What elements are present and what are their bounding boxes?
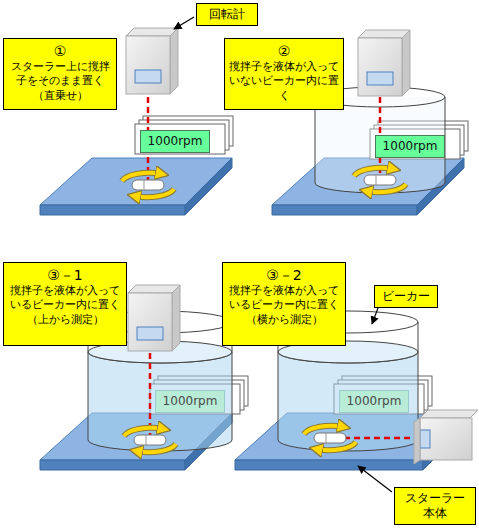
- label-text: 1000rpm: [383, 139, 438, 153]
- step-box: ①スターラー上に撹拌 子をそのまま置く （直乗せ）: [3, 38, 117, 110]
- tachometer: [128, 285, 180, 351]
- step-text: 撹拌子を液体が入って いないビーカー内に置 く: [228, 60, 340, 103]
- step-text: スターラー上に撹拌 子をそのまま置く （直乗せ）: [7, 60, 113, 103]
- callout-label: ビーカー: [374, 285, 438, 308]
- callout-label: 回転計: [196, 3, 258, 26]
- step-box: ②撹拌子を液体が入って いないビーカー内に置 く: [224, 38, 344, 110]
- rpm-display: 1000rpm: [375, 135, 445, 158]
- laser-line: [344, 437, 414, 440]
- step-number: ②: [278, 42, 291, 60]
- step-text: 撹拌子を液体が入って いるビーカー内に置く （上から測定）: [7, 284, 123, 327]
- label-text: 1000rpm: [347, 394, 402, 408]
- callout-label: スターラー 本体: [394, 487, 476, 525]
- label-text: スターラー 本体: [398, 491, 472, 521]
- tachometer: [414, 410, 478, 464]
- stir-bar: [354, 168, 406, 192]
- step-box: ③－1撹拌子を液体が入って いるビーカー内に置く （上から測定）: [3, 262, 127, 346]
- stirrer-plate: [40, 158, 232, 215]
- stir-bar: [124, 428, 176, 452]
- step-number: ③－1: [47, 266, 82, 284]
- leader-line: [372, 308, 378, 324]
- step-number: ①: [54, 42, 67, 60]
- step-text: 撹拌子を液体が入って いるビーカー内に置く （横から測定）: [226, 284, 342, 327]
- step-box: ③－2撹拌子を液体が入って いるビーカー内に置く （横から測定）: [222, 262, 346, 346]
- label-text: ビーカー: [382, 289, 430, 304]
- stir-bar: [122, 173, 174, 197]
- rpm-display: 1000rpm: [339, 390, 409, 413]
- label-text: 1000rpm: [148, 134, 203, 148]
- leader-line: [174, 17, 194, 29]
- stir-bar: [304, 426, 356, 450]
- tachometer: [126, 28, 178, 94]
- leader-line: [358, 466, 392, 492]
- display-case: [135, 116, 233, 154]
- laser-line: [149, 353, 152, 436]
- step-number: ③－2: [266, 266, 301, 284]
- tachometer: [358, 30, 410, 96]
- rpm-display: 1000rpm: [140, 130, 210, 153]
- label-text: 1000rpm: [163, 394, 218, 408]
- label-text: 回転計: [209, 7, 245, 22]
- rpm-display: 1000rpm: [155, 390, 225, 413]
